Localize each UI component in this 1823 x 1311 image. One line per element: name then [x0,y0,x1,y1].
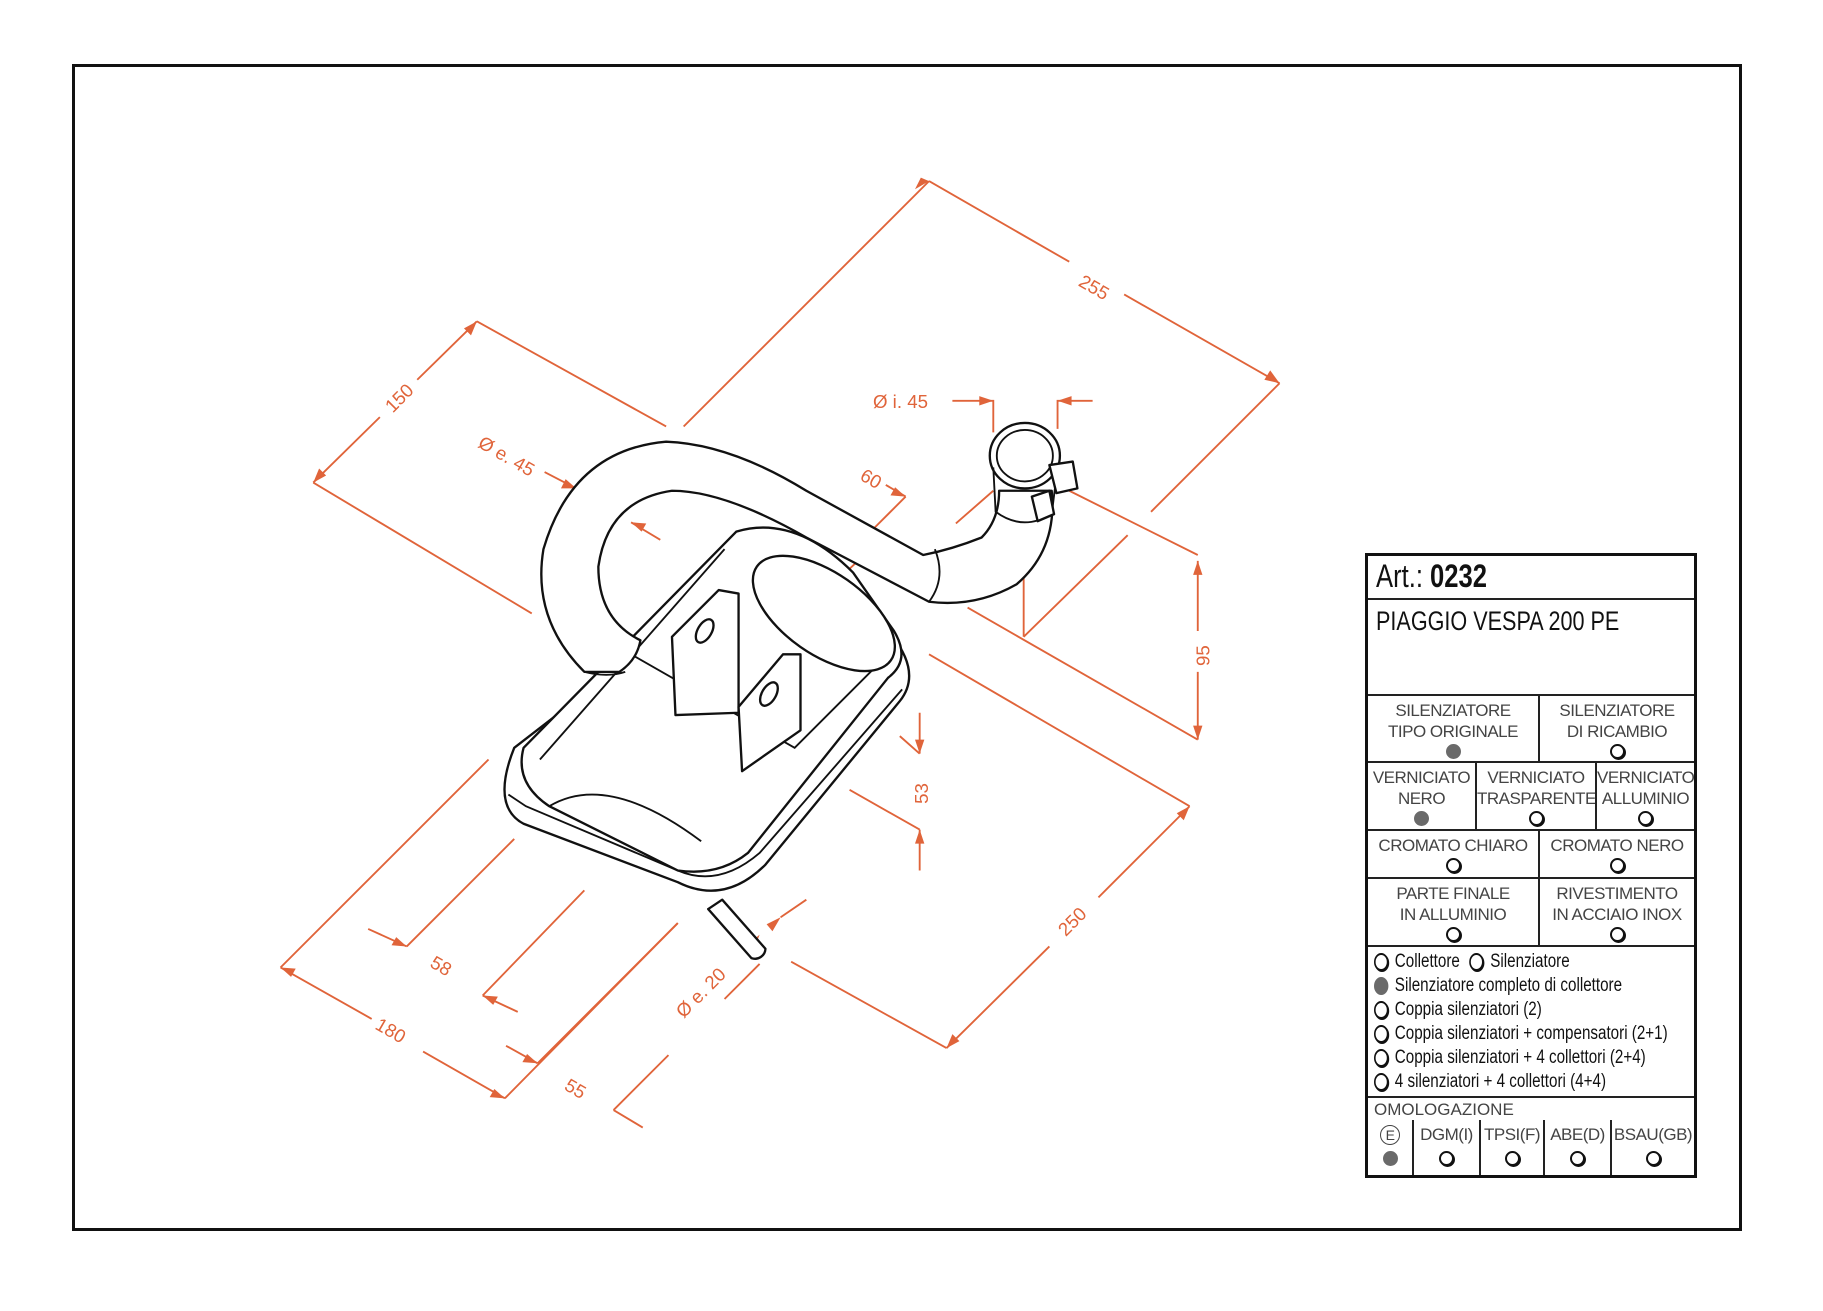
title-block: Art.: 0232 PIAGGIO VESPA 200 PE SILENZIA… [1365,553,1697,1178]
option-label: Coppia silenziatori + 4 collettori (2+4) [1394,1047,1646,1068]
type-row: SILENZIATORE TIPO ORIGINALE SILENZIATORE… [1368,696,1694,763]
option-label: PARTE FINALE IN ALLUMINIO [1396,884,1510,924]
dim-60: 60 [857,464,886,493]
radio[interactable] [1469,953,1484,971]
option-label: VERNICIATO ALLUMINIO [1597,768,1695,808]
dim-ext-diam-outlet: Ø e. 20 [672,964,730,1022]
paint-row: VERNICIATO NERO VERNICIATO TRASPARENTE V… [1368,763,1695,831]
radio-selected[interactable] [1414,811,1429,826]
dim-53: 53 [911,783,932,804]
homolog-tpsi[interactable]: TPSI(F) [1479,1120,1543,1175]
radio[interactable] [1570,1151,1585,1166]
radio[interactable] [1439,1151,1454,1166]
radio[interactable] [1445,858,1461,873]
kit-option-coppia-compensatori[interactable]: Coppia silenziatori + compensatori (2+1) [1374,1023,1668,1045]
kit-option-completo[interactable]: Silenziatore completo di collettore [1374,975,1622,997]
option-label: CROMATO CHIARO [1378,836,1528,855]
homolog-e[interactable]: E [1368,1120,1412,1175]
option-label: Coppia silenziatori (2) [1394,999,1542,1020]
radio[interactable] [1374,1073,1389,1091]
option-label: Collettore [1394,951,1460,972]
radio[interactable] [1445,927,1461,942]
homologation-row: OMOLOGAZIONE E DGM(I) TPSI(F) ABE(D) BSA… [1368,1098,1694,1175]
option-label: Silenziatore completo di collettore [1394,975,1623,996]
radio[interactable] [1374,1025,1389,1043]
option-label: CROMATO NERO [1550,836,1684,855]
option-verniciato-trasparente[interactable]: VERNICIATO TRASPARENTE [1475,763,1596,829]
dim-55: 55 [561,1074,590,1103]
kit-list: Collettore Silenziatore Silenziatore com… [1368,947,1694,1098]
option-label: VERNICIATO TRASPARENTE [1477,768,1596,808]
option-label: BSAU(GB) [1613,1125,1693,1144]
option-di-ricambio[interactable]: SILENZIATORE DI RICAMBIO [1538,696,1694,761]
option-label: ABE(D) [1550,1125,1605,1144]
radio[interactable] [1609,927,1625,942]
kit-option-collettore[interactable]: Collettore Silenziatore [1374,951,1570,973]
radio[interactable] [1609,744,1625,759]
radio-selected[interactable] [1382,1151,1398,1166]
homologation-title: OMOLOGAZIONE [1374,1100,1514,1119]
homolog-dgm[interactable]: DGM(I) [1412,1120,1479,1175]
drawing-frame [72,64,1742,1231]
dim-int-diam-inlet: Ø i. 45 [873,391,928,412]
option-verniciato-alluminio[interactable]: VERNICIATO ALLUMINIO [1595,763,1695,829]
option-label: RIVESTIMENTO IN ACCIAIO INOX [1552,884,1682,924]
chrome-row: CROMATO CHIARO CROMATO NERO [1368,831,1694,879]
option-cromato-chiaro[interactable]: CROMATO CHIARO [1368,831,1538,877]
radio[interactable] [1609,858,1625,873]
dim-95: 95 [1192,645,1213,666]
model-title: PIAGGIO VESPA 200 PE [1376,606,1620,636]
option-parte-finale-alluminio[interactable]: PARTE FINALE IN ALLUMINIO [1368,879,1538,945]
radio[interactable] [1638,811,1653,826]
kit-option-4-4[interactable]: 4 silenziatori + 4 collettori (4+4) [1374,1071,1606,1093]
radio[interactable] [1645,1151,1661,1166]
option-label: SILENZIATORE TIPO ORIGINALE [1388,701,1518,741]
article-code: 0232 [1430,558,1487,594]
article-number: Art.: 0232 [1376,558,1487,595]
option-label: VERNICIATO NERO [1372,768,1471,808]
dim-ext-diam-pipe: Ø e. 45 [475,432,539,481]
homolog-bsau[interactable]: BSAU(GB) [1610,1120,1694,1175]
option-label: TPSI(F) [1484,1125,1541,1144]
e-mark-icon: E [1380,1125,1400,1145]
finish-row: PARTE FINALE IN ALLUMINIO RIVESTIMENTO I… [1368,879,1694,947]
option-cromato-nero[interactable]: CROMATO NERO [1538,831,1694,877]
dim-58: 58 [427,952,456,981]
article-row: Art.: 0232 [1368,556,1694,600]
dim-255: 255 [1075,270,1113,304]
option-label: SILENZIATORE DI RICAMBIO [1559,701,1675,741]
radio[interactable] [1374,953,1389,971]
option-label: Coppia silenziatori + compensatori (2+1) [1394,1023,1668,1044]
exhaust-muffler-drawing [503,421,1079,960]
dim-150: 150 [381,380,418,417]
option-label: Silenziatore [1490,951,1570,972]
dim-180: 180 [372,1014,410,1048]
model-row: PIAGGIO VESPA 200 PE [1368,600,1694,696]
homologation-options: E DGM(I) TPSI(F) ABE(D) BSAU(GB) [1368,1120,1694,1175]
radio[interactable] [1528,811,1544,826]
option-verniciato-nero[interactable]: VERNICIATO NERO [1368,763,1475,829]
radio[interactable] [1374,1001,1389,1019]
radio-selected[interactable] [1445,744,1461,759]
option-label: DGM(I) [1420,1125,1473,1144]
option-label: 4 silenziatori + 4 collettori (4+4) [1394,1071,1607,1092]
kit-option-coppia-collettori[interactable]: Coppia silenziatori + 4 collettori (2+4) [1374,1047,1646,1069]
article-label: Art.: [1376,558,1423,594]
homolog-abe[interactable]: ABE(D) [1543,1120,1610,1175]
radio-selected[interactable] [1374,977,1389,995]
option-tipo-originale[interactable]: SILENZIATORE TIPO ORIGINALE [1368,696,1538,761]
radio[interactable] [1504,1151,1520,1166]
kit-option-coppia[interactable]: Coppia silenziatori (2) [1374,999,1542,1021]
option-rivestimento-inox[interactable]: RIVESTIMENTO IN ACCIAIO INOX [1538,879,1694,945]
dim-250: 250 [1054,903,1091,940]
radio[interactable] [1374,1049,1389,1067]
